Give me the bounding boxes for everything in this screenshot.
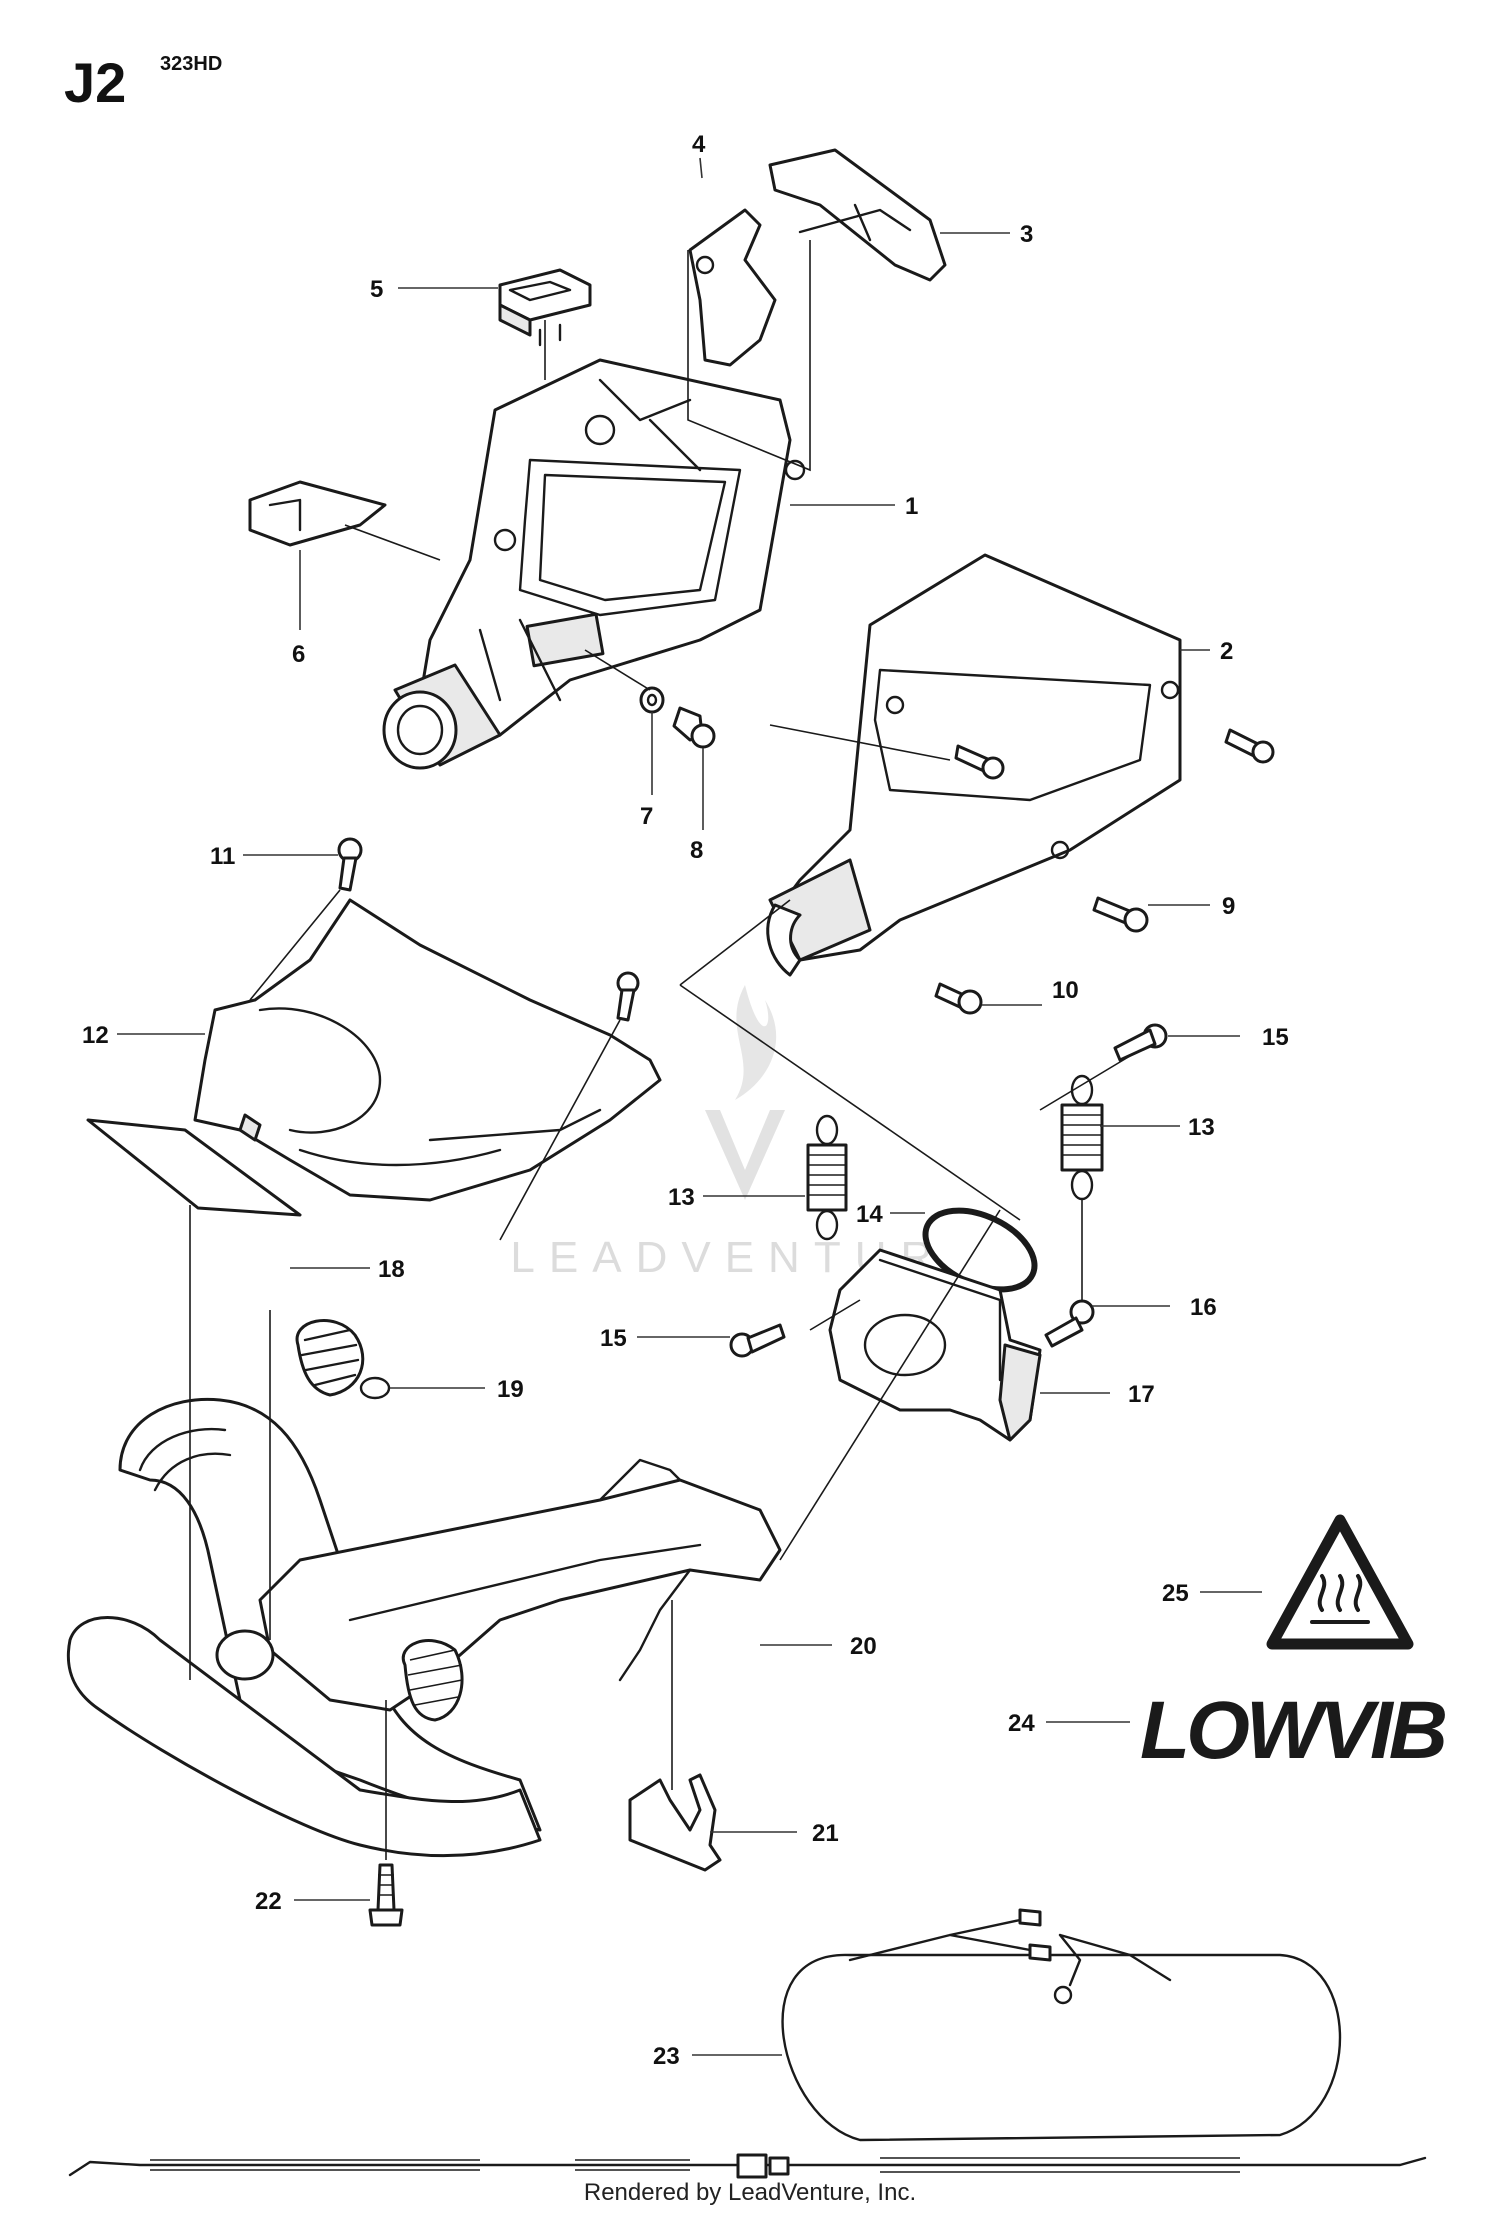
callout-17: 17 [1128, 1381, 1155, 1408]
part-decal-sheet [86, 1118, 302, 1217]
callout-15-right: 15 [1262, 1024, 1289, 1051]
watermark-flame-icon [735, 985, 777, 1100]
part-throttle-cable [68, 1908, 1427, 2179]
callout-24: 24 [1008, 1710, 1035, 1737]
callout-16: 16 [1190, 1294, 1217, 1321]
callout-18: 18 [378, 1256, 405, 1283]
part-spring-13-right [1060, 1074, 1104, 1201]
part-lowvib-decal: LOWVIB [1140, 1685, 1450, 1776]
callout-15-left: 15 [600, 1325, 627, 1352]
watermark-v-icon [705, 1110, 785, 1200]
callout-8: 8 [690, 837, 703, 864]
part-spring-13-left [806, 1114, 848, 1241]
callout-labels: 1 2 3 4 5 6 7 8 9 10 11 12 13 13 14 15 1… [82, 131, 1289, 2070]
part-screw-8 [672, 706, 716, 749]
footer-credit: Rendered by LeadVenture, Inc. [584, 2179, 916, 2206]
callout-20: 20 [850, 1633, 877, 1660]
callout-12: 12 [82, 1022, 109, 1049]
part-throttle-lockout [688, 208, 777, 367]
part-stop-switch [498, 268, 592, 347]
part-clip-6 [248, 480, 387, 547]
callout-2: 2 [1220, 638, 1233, 665]
part-washer-7 [639, 686, 665, 714]
callout-25: 25 [1162, 1580, 1189, 1607]
callout-10: 10 [1052, 977, 1079, 1004]
leader-lines [117, 157, 1262, 2056]
callout-7: 7 [640, 803, 653, 830]
part-throttle-lever [768, 148, 947, 282]
hot-surface-warning-icon [1266, 1514, 1414, 1650]
callout-6: 6 [292, 641, 305, 668]
callout-13-left: 13 [668, 1184, 695, 1211]
callout-4: 4 [692, 131, 706, 158]
callout-3: 3 [1020, 221, 1033, 248]
callout-21: 21 [812, 1820, 839, 1847]
part-rear-handle-housing [382, 358, 806, 770]
part-screw-11 [337, 837, 640, 1022]
part-screws-15-16 [729, 1023, 1168, 1358]
part-heat-shield [193, 898, 662, 1202]
part-front-handle [66, 1397, 782, 1858]
callout-19: 19 [497, 1376, 524, 1403]
sheet-id: J2 [64, 51, 126, 114]
callout-22: 22 [255, 1888, 282, 1915]
part-screw-22 [368, 1863, 404, 1927]
callout-23: 23 [653, 2043, 680, 2070]
part-buffer-spring-19 [295, 1319, 391, 1400]
callout-13-right: 13 [1188, 1114, 1215, 1141]
callout-9: 9 [1222, 893, 1235, 920]
model-number: 323HD [160, 53, 222, 75]
part-warning-decal [1266, 1514, 1414, 1650]
assembly-lines [189, 240, 1141, 1860]
lowvib-decal-text: LOWVIB [1140, 1685, 1446, 1776]
callout-1: 1 [905, 493, 918, 520]
callout-5: 5 [370, 276, 383, 303]
part-clip-21 [628, 1773, 722, 1872]
part-handle-mount [828, 1248, 1042, 1442]
callout-11: 11 [210, 843, 235, 870]
callout-14: 14 [856, 1201, 883, 1228]
part-screws-cover [934, 728, 1275, 1015]
